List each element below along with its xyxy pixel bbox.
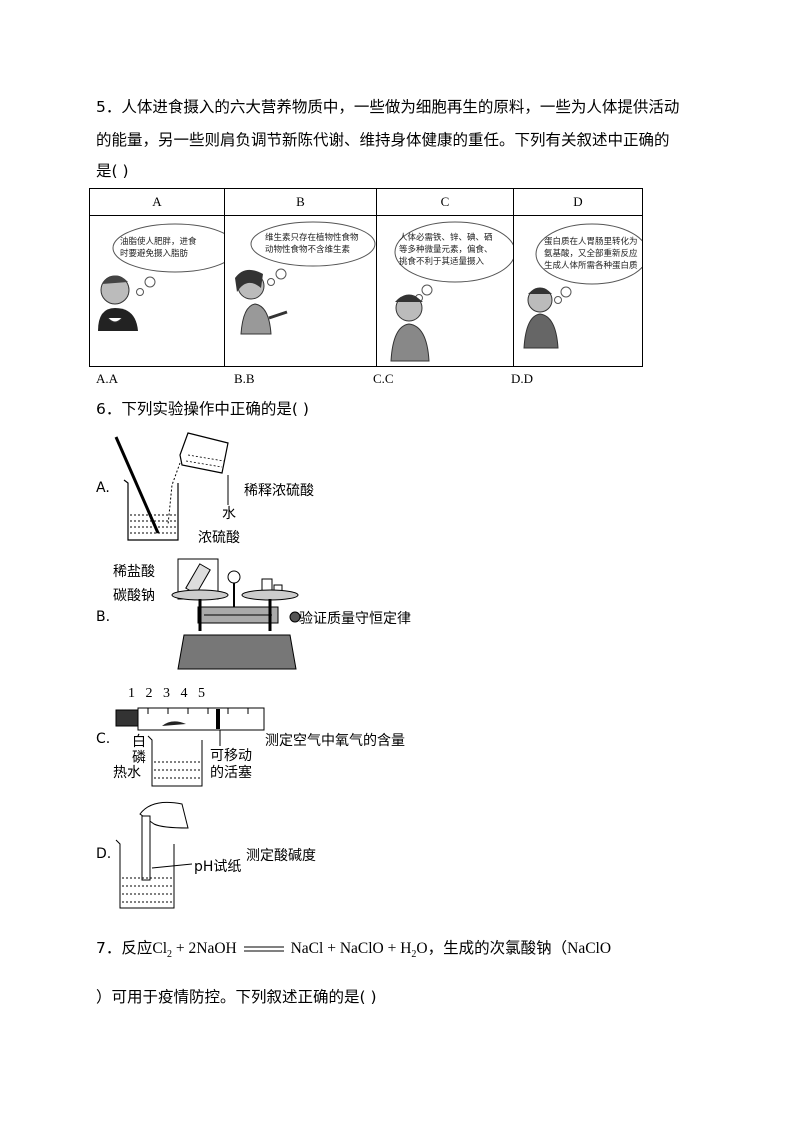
q6-b-title: 验证质量守恒定律 [299,611,411,627]
q6-b-letter[interactable]: B. [96,609,111,625]
q7-eq-sub1: 2 [167,949,173,961]
bubble-d-graphic [523,223,642,349]
header-a: A [89,188,225,216]
q6-a-water-label: 水 [222,506,236,522]
q7-eq-sub2: 2 [411,949,417,961]
bubble-a-text: 油脂使人肥胖，进食 时要避免摄入脂肪 [120,237,197,259]
q5-line2: 的能量，另一些则肩负调节新陈代谢、维持身体健康的重任。下列有关叙述中正确的 [96,131,670,149]
scale-2: 2 [145,686,153,701]
scale-5: 5 [198,686,205,701]
scale-4: 4 [180,686,188,701]
q6-a-letter[interactable]: A. [96,480,110,496]
bubble-c-text: 人体必需铁、锌、碘、硒 等多种微量元素，偏食、 挑食不利于其适量摄入 [399,233,493,267]
q6-stem: 6．下列实验操作中正确的是( ) [96,400,309,418]
q7-line2: ）可用于疫情防控。下列叙述正确的是( ) [96,988,377,1006]
q6-c-piston-2: 的活塞 [210,765,252,781]
q7-post: ，生成的次氯酸钠（ [427,939,568,957]
q6-c-hotwater: 热水 [113,765,141,781]
q5-option-table: A B C D 油脂使人肥胖，进食 时要避免摄入脂肪 [89,188,643,367]
q7-naclo: NaClO [567,940,612,957]
q6-c-title: 测定空气中氧气的含量 [265,733,405,749]
q6-d-letter[interactable]: D. [96,846,112,862]
option-a-illustration: 油脂使人肥胖，进食 时要避免摄入脂肪 [90,216,224,366]
q6-d-title: 测定酸碱度 [246,848,316,864]
choice-a[interactable]: A.A [96,371,119,386]
balance-diagram [171,558,301,670]
choice-c[interactable]: C.C [373,371,394,386]
option-c-illustration: 人体必需铁、锌、碘、硒 等多种微量元素，偏食、 挑食不利于其适量摄入 [377,216,513,366]
oxygen-tube-diagram [115,707,265,787]
bubble-c-graphic [390,221,513,362]
q7-eq-mid: + 2NaOH [172,940,237,957]
q7-line1: 7．反应Cl2 + 2NaOH NaCl + NaClO + H2O，生成的次氯… [96,931,611,972]
q6-c-phos-2: 磷 [132,750,146,766]
scale-1: 1 [128,686,135,701]
q6-c-letter[interactable]: C. [96,731,111,747]
scale-3: 3 [163,686,170,701]
q7-eq-end: O [416,940,428,957]
q6-a-title: 稀释浓硫酸 [244,483,314,499]
q6-a-acid-label: 浓硫酸 [198,530,240,546]
option-d-illustration: 蛋白质在人胃肠里转化为 氨基酸，又全部重新反应 生成人体所需各种蛋白质 [514,216,642,366]
bubble-a-graphic [98,223,224,331]
dilution-diagram [114,432,229,541]
q6-c-scale: 1 2 3 4 5 [128,686,205,702]
bubble-b-text: 维生素只存在植物性食物 动物性食物不含维生素 [265,233,359,255]
header-c: C [376,188,514,216]
header-b: B [224,188,377,216]
ph-test-diagram [115,801,192,909]
q7-pre: 7．反应 [96,939,153,957]
q7-eq-cl: Cl [152,940,168,957]
header-d: D [513,188,643,216]
equals-arrow-icon [243,946,284,951]
bubble-b-graphic [235,221,376,335]
q5-line3: 是( ) [96,162,129,180]
q5-line1: 5．人体进食摄入的六大营养物质中，一些做为细胞再生的原料，一些为人体提供活动 [96,98,680,116]
q6-c-phos-1: 白 [132,734,146,750]
q6-d-ph-label: pH试纸 [194,859,242,875]
q6-c-piston-1: 可移动 [210,748,252,764]
choice-d[interactable]: D.D [511,371,534,386]
q7-eq-right: NaCl + NaClO + H [290,940,412,957]
q6-b-na2co3-label: 碳酸钠 [113,588,155,604]
option-b-illustration: 维生素只存在植物性食物 动物性食物不含维生素 [225,216,376,366]
bubble-d-text: 蛋白质在人胃肠里转化为 氨基酸，又全部重新反应 生成人体所需各种蛋白质 [544,237,638,271]
choice-b[interactable]: B.B [234,371,255,386]
q6-b-hcl-label: 稀盐酸 [113,564,155,580]
